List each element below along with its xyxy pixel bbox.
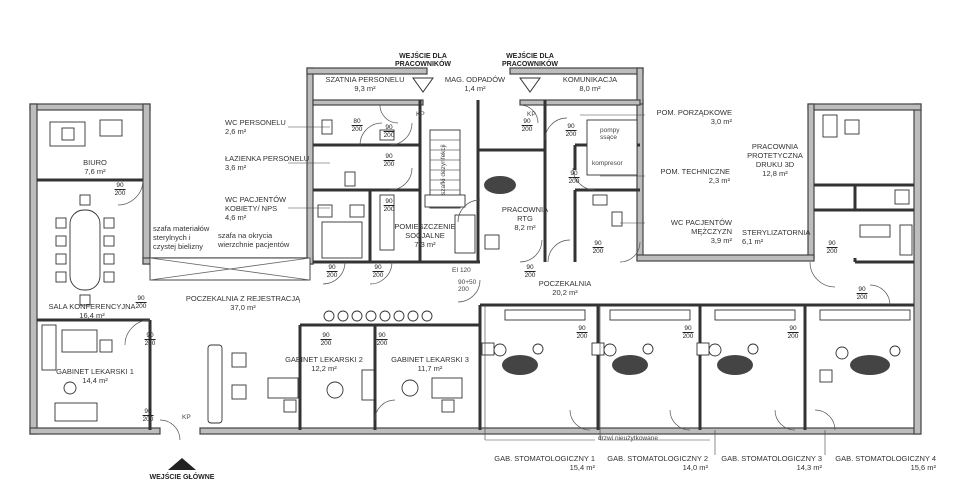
note-szafki: szafki dezynfekcji — [440, 144, 447, 195]
reception-counter — [149, 257, 311, 424]
waiting-chairs — [231, 310, 433, 400]
note-kp-2: KP — [527, 111, 536, 118]
office-furniture — [49, 119, 123, 147]
entry-markers — [168, 77, 541, 470]
interior-walls — [37, 100, 914, 430]
note-kp-1: KP — [416, 111, 425, 118]
main-entry: WEJŚCIE GŁÓWNE — [149, 474, 215, 481]
dental-units — [481, 309, 911, 383]
note-kompresor: kompresor — [592, 160, 623, 167]
note-kp-3: KP — [182, 414, 191, 421]
door-swings — [117, 104, 891, 441]
note-ei120: EI 120 — [452, 267, 471, 274]
rtg-equipment — [484, 176, 516, 250]
staff-lockers — [379, 119, 638, 254]
note-drzwi: drzwi nieużytkowane — [598, 435, 658, 442]
gabinet-2-3-furniture — [267, 369, 463, 413]
conference-table — [55, 194, 115, 306]
gabinet-1-furniture — [41, 324, 113, 422]
leader-lines — [288, 114, 826, 455]
outer-walls — [29, 67, 922, 435]
